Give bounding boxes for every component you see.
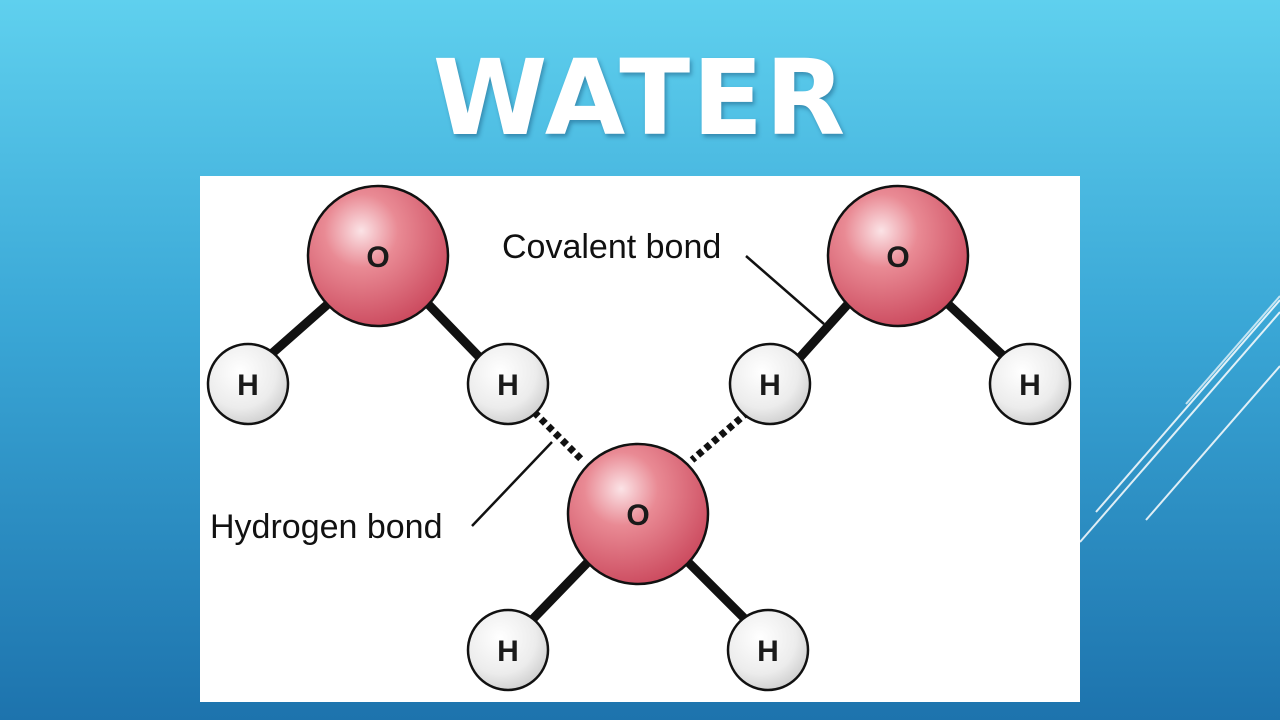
water-molecule-diagram: O O O H H H H H bbox=[200, 176, 1080, 702]
oxygen-atom-bottom: O bbox=[566, 442, 710, 586]
hydrogen-symbol: H bbox=[757, 635, 779, 668]
hydrogen-atom: H bbox=[466, 342, 550, 426]
covalent-bond-label: Covalent bond bbox=[502, 228, 722, 266]
covalent-leader-line bbox=[745, 255, 825, 325]
hydrogen-symbol: H bbox=[759, 369, 781, 402]
bond-bottom-oh2 bbox=[684, 558, 752, 626]
slide-title: WATER bbox=[432, 37, 848, 159]
hydrogen-symbol: H bbox=[497, 635, 519, 668]
oxygen-symbol: O bbox=[886, 241, 909, 274]
hydrogen-atom: H bbox=[726, 608, 810, 692]
leader-lines bbox=[471, 255, 825, 527]
bond-right-oh1 bbox=[790, 300, 852, 368]
hbond-right bbox=[689, 409, 751, 463]
oxygen-symbol: O bbox=[366, 241, 389, 274]
covalent-bonds bbox=[257, 300, 1016, 626]
bond-left-oh2 bbox=[424, 300, 490, 368]
oxygen-atom-right: O bbox=[826, 184, 970, 328]
hydrogen-bonds bbox=[531, 409, 751, 463]
hydrogen-symbol: H bbox=[1019, 369, 1041, 402]
oxygen-atom-left: O bbox=[306, 184, 450, 328]
hydrogen-bond-label: Hydrogen bond bbox=[210, 508, 443, 546]
diagram-canvas: O O O H H H H H bbox=[206, 184, 1072, 692]
hydrogen-symbol: H bbox=[497, 369, 519, 402]
hydrogen-atom: H bbox=[728, 342, 812, 426]
hydrogen-atom: H bbox=[206, 342, 290, 426]
hbond-left bbox=[531, 409, 585, 463]
hydrogen-atom: H bbox=[466, 608, 550, 692]
bond-bottom-oh1 bbox=[526, 558, 592, 626]
hydrogen-symbol: H bbox=[237, 369, 259, 402]
oxygen-symbol: O bbox=[626, 499, 649, 532]
bond-right-oh2 bbox=[944, 300, 1016, 368]
hydrogen-leader-line bbox=[471, 441, 553, 527]
hydrogen-atom: H bbox=[988, 342, 1072, 426]
